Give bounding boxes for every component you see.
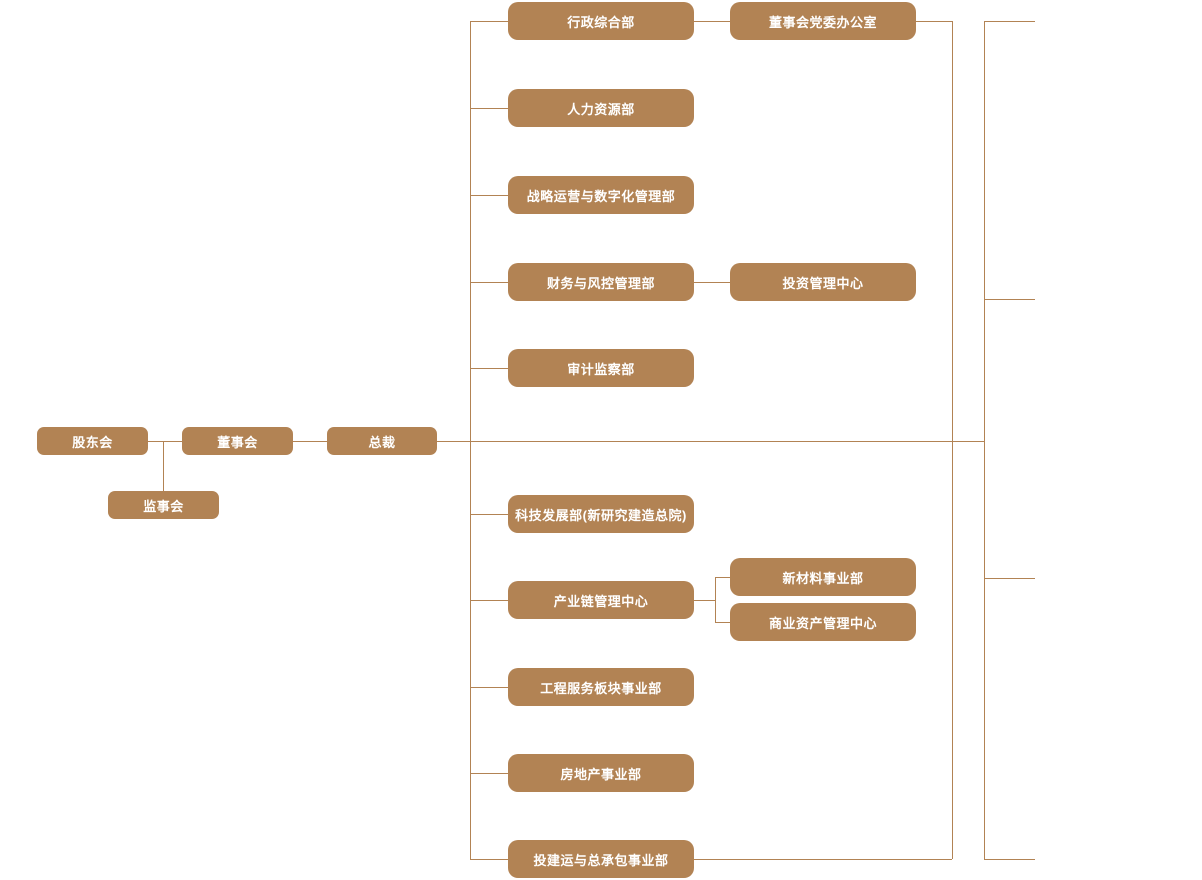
connector-right-stub-1 <box>984 21 1035 22</box>
connector-stub-strategy-ops <box>470 195 508 196</box>
connector-stub-human-resources <box>470 108 508 109</box>
org-node-engineering-services-division: 工程服务板块事业部 <box>508 668 694 706</box>
connector-governance-trunk <box>148 441 984 442</box>
org-node-human-resources-dept: 人力资源部 <box>508 89 694 127</box>
connector-industry-chain-branch <box>694 600 715 601</box>
connector-stub-industry-chain <box>470 600 508 601</box>
connector-stub-tech-development <box>470 514 508 515</box>
connector-stub-invest-build-operate <box>470 859 508 860</box>
connector-stub-new-materials <box>715 577 730 578</box>
connector-stub-audit <box>470 368 508 369</box>
org-node-admin-general-dept: 行政综合部 <box>508 2 694 40</box>
org-node-strategy-ops-digital-dept: 战略运营与数字化管理部 <box>508 176 694 214</box>
connector-stub-finance-risk <box>470 282 508 283</box>
org-node-shareholders-meeting: 股东会 <box>37 427 148 455</box>
connector-party-office-to-rail <box>916 21 952 22</box>
connector-stub-real-estate <box>470 773 508 774</box>
connector-right-rail-outer <box>984 21 985 859</box>
org-node-investment-management-center: 投资管理中心 <box>730 263 916 301</box>
org-node-finance-risk-control-dept: 财务与风控管理部 <box>508 263 694 301</box>
connector-stub-admin-general <box>470 21 508 22</box>
org-node-tech-development-dept: 科技发展部(新研究建造总院) <box>508 495 694 533</box>
org-node-new-materials-division: 新材料事业部 <box>730 558 916 596</box>
org-node-board-of-directors: 董事会 <box>182 427 293 455</box>
connector-right-stub-2 <box>984 299 1035 300</box>
org-node-president: 总裁 <box>327 427 437 455</box>
connector-finance-to-investment-center <box>694 282 730 283</box>
connector-stub-engineering-services <box>470 687 508 688</box>
connector-admin-to-party-office <box>694 21 730 22</box>
org-node-supervisory-board: 监事会 <box>108 491 219 519</box>
connector-stub-commercial-asset <box>715 622 730 623</box>
org-node-audit-supervision-dept: 审计监察部 <box>508 349 694 387</box>
connector-right-stub-3 <box>984 578 1035 579</box>
org-node-board-party-committee-office: 董事会党委办公室 <box>730 2 916 40</box>
connector-supervisory-board-drop <box>163 441 164 491</box>
connector-right-rail-inner <box>952 21 953 859</box>
org-node-commercial-asset-center: 商业资产管理中心 <box>730 603 916 641</box>
connector-industry-chain-branch-rail <box>715 577 716 622</box>
connector-department-rail <box>470 21 471 859</box>
org-node-industry-chain-center: 产业链管理中心 <box>508 581 694 619</box>
org-node-real-estate-division: 房地产事业部 <box>508 754 694 792</box>
connector-right-stub-4 <box>984 859 1035 860</box>
connector-epc-division-to-rail <box>694 859 952 860</box>
org-node-invest-build-operate-epc-division: 投建运与总承包事业部 <box>508 840 694 878</box>
